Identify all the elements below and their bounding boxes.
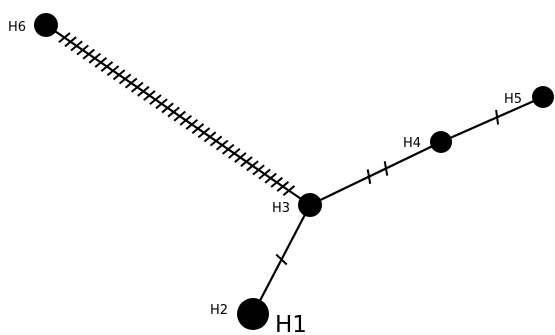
mutation-tick [282, 185, 296, 197]
mutation-tick [137, 85, 150, 97]
nodes-layer [34, 13, 554, 330]
node-label-h4: H4 [403, 136, 421, 151]
mutation-tick [94, 56, 108, 68]
mutation-tick [264, 172, 277, 184]
node-h3 [298, 193, 322, 217]
mutation-tick [275, 253, 288, 266]
mutation-tick [143, 90, 156, 101]
mutation-tick [124, 77, 138, 89]
edges-layer [45, 24, 544, 315]
mutation-tick [112, 69, 126, 81]
mutation-tick [240, 156, 253, 168]
mutation-tick [185, 119, 199, 130]
mutation-tick [161, 102, 174, 114]
mutation-tick [179, 114, 193, 126]
mutation-tick [383, 161, 389, 176]
mutation-tick [100, 61, 114, 72]
mutation-tick [82, 48, 95, 60]
mutation-tick [276, 181, 290, 192]
node-label-h1: H1 [275, 312, 307, 335]
mutation-tick [167, 106, 180, 118]
node-h2 [237, 298, 269, 330]
node-label-h3: H3 [272, 201, 290, 216]
mutation-tick [215, 139, 229, 151]
labels-layer: H6 H3 H4 H5 H2 H1 [8, 20, 522, 335]
mutation-tick [234, 152, 247, 163]
node-label-h6: H6 [8, 20, 26, 35]
edge-h3-h4 [309, 141, 442, 206]
mutation-tick [209, 135, 223, 147]
mutation-tick [173, 110, 186, 122]
mutation-tick [76, 44, 89, 56]
mutation-tick [258, 168, 271, 180]
mutation-tick [155, 98, 168, 110]
node-h5 [532, 86, 554, 108]
mutation-tick [106, 65, 120, 77]
node-label-h5: H5 [504, 92, 522, 107]
mutation-tick [270, 176, 283, 188]
node-h4 [430, 131, 452, 153]
node-label-h2: H2 [210, 303, 228, 318]
mutation-tick [64, 36, 77, 48]
mutation-tick [149, 94, 162, 106]
mutation-tick [221, 143, 235, 155]
node-h6 [34, 13, 58, 37]
mutation-tick [366, 169, 372, 184]
mutation-tick [131, 81, 144, 93]
mutation-tick [246, 160, 259, 172]
mutation-tick [118, 73, 132, 85]
mutation-tick [252, 164, 265, 176]
mutation-tick [88, 52, 102, 64]
edge-h4-h5 [440, 95, 544, 144]
edge-h3-h6 [45, 24, 311, 206]
mutation-tick [58, 32, 71, 44]
mutation-tick [203, 131, 217, 143]
mutation-tick [228, 147, 241, 159]
mutation-tick [191, 123, 205, 134]
mutation-tick [495, 109, 500, 125]
mutation-tick [197, 127, 211, 139]
mutation-tick [70, 40, 83, 52]
